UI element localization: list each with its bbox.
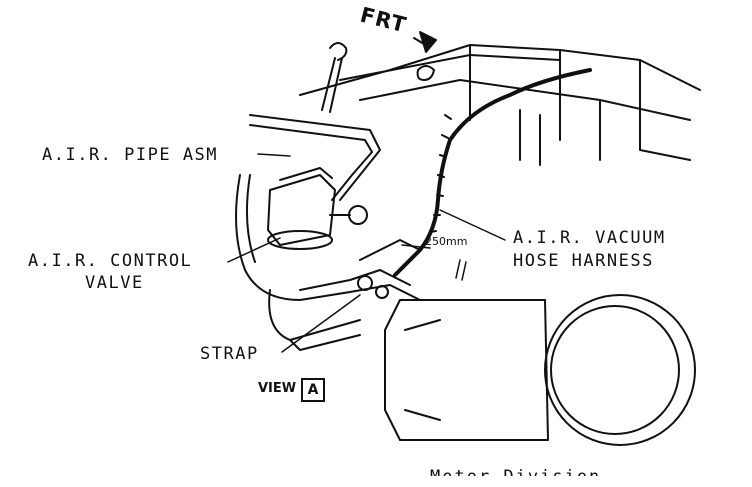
air-control-valve <box>235 167 368 301</box>
strap-label: STRAP <box>200 344 259 364</box>
air-control-valve-label-line2: VALVE <box>85 273 144 293</box>
air-control-valve-label-line1: A.I.R. CONTROL <box>28 251 193 271</box>
air-vacuum-label-line1: A.I.R. VACUUM <box>513 228 666 248</box>
strap <box>299 269 421 301</box>
air-vacuum-label-line2: HOSE HARNESS <box>513 251 654 271</box>
air-pipe <box>249 114 381 201</box>
view-letter-box: A <box>301 378 325 402</box>
dipstick <box>321 42 348 113</box>
leader-vacuum-harness <box>439 209 506 241</box>
leader-air-pipe <box>257 153 291 157</box>
view-label: VIEW <box>258 381 297 396</box>
credit-text: Motor Division <box>430 467 602 487</box>
pulley <box>384 294 696 446</box>
leader-strap <box>281 294 361 353</box>
dimension-label: 250mm <box>425 235 468 248</box>
front-arrow-icon <box>413 31 437 53</box>
air-pipe-asm-label: A.I.R. PIPE ASM <box>42 145 219 165</box>
leader-control-valve <box>227 237 281 263</box>
